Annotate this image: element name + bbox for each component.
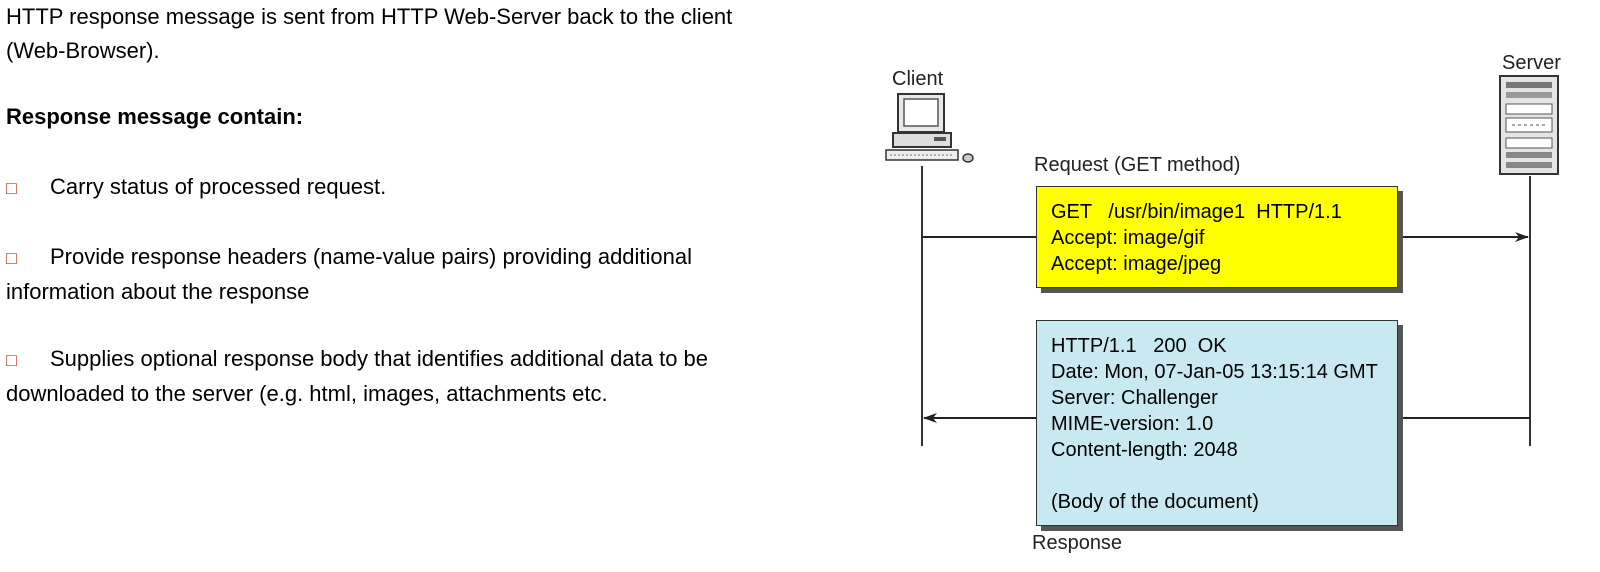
request-label: Request (GET method) [1034,154,1241,176]
bullet-mark: □ [6,248,17,268]
bullet-text: Supplies optional response body that ide… [50,346,709,371]
response-header: MIME-version: 1.0 [1051,413,1214,435]
server-label: Server [1502,52,1561,74]
blank-line [1051,463,1383,489]
bullet-item: □ Provide response headers (name-value pa… [6,240,846,309]
response-header: Date: Mon, 07-Jan-05 13:15:14 GMT [1051,361,1378,383]
bullet-text: Provide response headers (name-value pai… [50,244,693,269]
request-line: GET /usr/bin/image1 HTTP/1.1 [1051,201,1342,223]
response-header: Server: Challenger [1051,387,1218,409]
desktop-computer-icon [885,93,974,163]
intro-line-1: HTTP response message is sent from HTTP … [6,4,733,29]
intro-paragraph: HTTP response message is sent from HTTP … [6,0,846,68]
request-header: Accept: image/gif [1051,227,1205,249]
status-line: HTTP/1.1 200 OK [1051,335,1227,357]
bullet-mark: □ [6,178,17,198]
response-message-box: HTTP/1.1 200 OK Date: Mon, 07-Jan-05 13:… [1036,320,1398,526]
bullet-text-continued: information about the response [6,279,310,304]
intro-line-2: (Web-Browser). [6,38,160,63]
response-body: (Body of the document) [1051,491,1259,513]
request-message-box: GET /usr/bin/image1 HTTP/1.1 Accept: ima… [1036,186,1398,288]
bullet-text-continued: downloaded to the server (e.g. html, ima… [6,381,608,406]
response-heading: Response message contain: [6,104,304,129]
response-header: Content-length: 2048 [1051,439,1238,461]
bullet-item: □ Carry status of processed request. [6,170,846,205]
client-label: Client [892,68,944,90]
server-rack-icon [1499,75,1559,175]
bullet-item: □ Supplies optional response body that id… [6,342,846,411]
bullet-mark: □ [6,350,17,370]
bullet-text: Carry status of processed request. [50,174,387,199]
request-header: Accept: image/jpeg [1051,253,1222,275]
response-label: Response [1032,532,1123,554]
